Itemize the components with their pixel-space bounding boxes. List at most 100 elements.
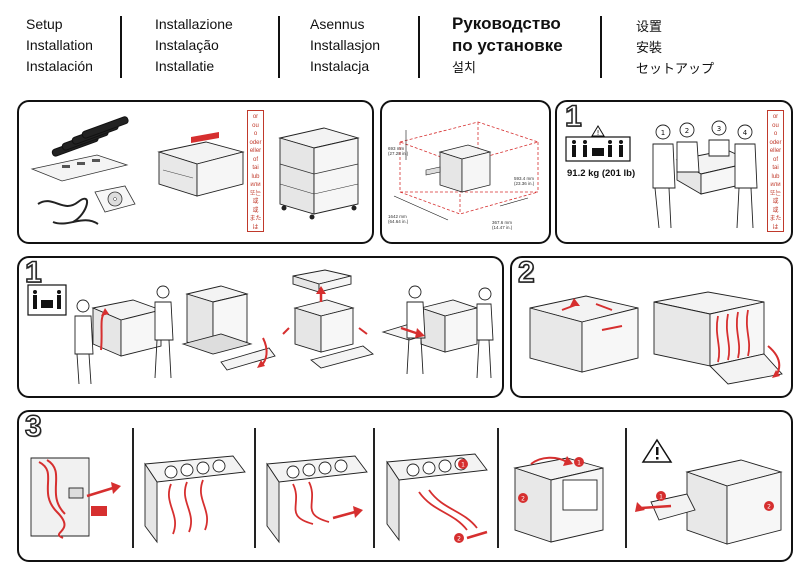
header-col-4: Руководство по установке 설치 [452,13,563,83]
header-divider [418,16,420,78]
open-front-cover-illustration [653,291,783,385]
warning-caution-illustration: 1 2 [635,438,783,545]
header-col-3: Asennus Installasjon Instalacja [310,14,380,84]
substep-divider [132,428,134,548]
dim-width: 367.6 mm(14.47 in.) [492,220,513,230]
packed-printer-pallet-illustration [181,285,276,371]
dim-depth: 593.4 mm(23.36 in.) [514,176,535,186]
person-number: 3 [717,125,721,133]
substep-divider [254,428,256,548]
callout-number: 2 [767,504,771,511]
or-note-strip: or ou o oder eller of tai lub или 또는 或 或… [247,110,264,232]
title-setup-ja: セットアップ [636,61,715,76]
or-text: eller [249,148,262,154]
step-number: 3 [24,410,42,444]
or-text: ou [772,122,779,129]
or-text: 或 [252,199,259,205]
title-setup-ko: 설치 [452,60,476,75]
or-text: 또는 [249,190,262,197]
four-people-carrying-illustration: 1 2 3 4 [652,120,758,229]
substep-divider [497,428,499,548]
title-setup-es: Instalación [26,58,93,74]
pull-ribbons-illustration [266,455,368,544]
header-col-1: Setup Installation Instalación [26,14,93,84]
or-text: или [250,182,261,188]
title-setup-zh-cn: 设置 [636,19,663,34]
person-number: 1 [661,129,665,137]
two-people-lifting-illustration [74,285,174,385]
header-divider [600,16,602,78]
callout-number: 1 [659,494,663,501]
title-setup-en: Setup [26,16,63,32]
remove-locks-illustration: 1 2 [386,453,488,543]
header-col-5: 设置 安裝 セットアップ [636,16,714,86]
panel-step-3: 3 [17,410,793,562]
remove-packaging-illustration [282,269,374,369]
two-person-lift-icon [27,284,67,316]
or-text: o [773,131,778,137]
or-text: oder [769,139,782,146]
header-col-2: Installazione Instalação Installatie [155,14,233,84]
dim-height: 693 mm(27.28 in.) [388,146,409,156]
title-setup-nl: Installatie [155,58,215,74]
documents-illustration [30,154,129,182]
or-text: eller [769,148,782,154]
or-text: または [249,216,262,231]
person-number: 2 [685,127,689,135]
clearance-diagram [393,121,540,221]
title-setup-no: Installasjon [310,37,381,53]
or-note-strip: or ou o oder eller of tai lub или 또는 或 或… [767,110,784,232]
svg-text:!: ! [597,129,600,137]
title-setup-zh-tw: 安裝 [636,40,663,55]
panel-lifting: 1 ! 91.2 kg (201 lb) 1 2 3 4 [555,100,793,244]
title-setup-fr: Installation [26,37,93,53]
header-divider [278,16,280,78]
callout-number: 1 [461,462,465,469]
or-text: 또는 [769,190,782,197]
person-number: 4 [743,129,748,137]
title-setup-pt: Instalação [155,37,219,53]
panel-dimensions: 693 mm(27.28 in.) 593.4 mm(23.36 in.) 36… [380,100,551,244]
step-number: 1 [24,256,42,290]
remove-pin-illustration [30,457,121,539]
callout-number: 2 [521,496,525,503]
title-setup-pl: Instalacja [310,58,370,74]
printer-cabinet-illustration [278,127,360,220]
step-number: 2 [517,256,535,290]
title-setup-ru-2: по установке [452,36,563,55]
title-setup-fi: Asennus [310,16,365,32]
or-text: tai [252,165,259,171]
printer-weight: 91.2 kg (201 lb) [567,168,636,179]
toner-cartridges-illustration [51,116,129,157]
or-text: ou [252,122,259,129]
or-text: o [253,131,258,137]
or-text: tai [772,165,779,171]
panel-step-1-unpack: 1 [17,256,504,398]
callout-number: 1 [577,460,581,467]
cables-cd-illustration [37,185,136,225]
four-person-lift-icon: ! [565,125,631,162]
printer-illustration [157,132,245,197]
or-text: lub [251,173,260,180]
dim-length: 1642 mm(64.64 in.) [388,214,409,224]
or-text: 或 [772,199,779,205]
or-text: of [772,156,778,163]
or-text: or [772,114,779,120]
substep-divider [373,428,375,548]
slide-off-pallet-illustration [381,285,494,379]
callout-number: 2 [457,536,461,543]
substep-divider [625,428,627,548]
panel-step-2: 2 [510,256,793,398]
or-text: または [769,216,782,231]
toner-bay-ribbons-illustration [144,455,246,544]
close-cover-illustration: 1 2 [513,456,604,543]
or-text: 或 [252,207,259,214]
or-text: или [770,182,781,188]
or-text: or [252,114,259,120]
remove-tape-illustration [529,295,639,373]
title-setup-it: Installazione [155,16,233,32]
panel-contents: or ou o oder eller of tai lub или 또는 或 或… [17,100,374,244]
title-setup-ru-1: Руководство [452,14,561,33]
or-text: oder [249,139,262,146]
header-divider [120,16,122,78]
